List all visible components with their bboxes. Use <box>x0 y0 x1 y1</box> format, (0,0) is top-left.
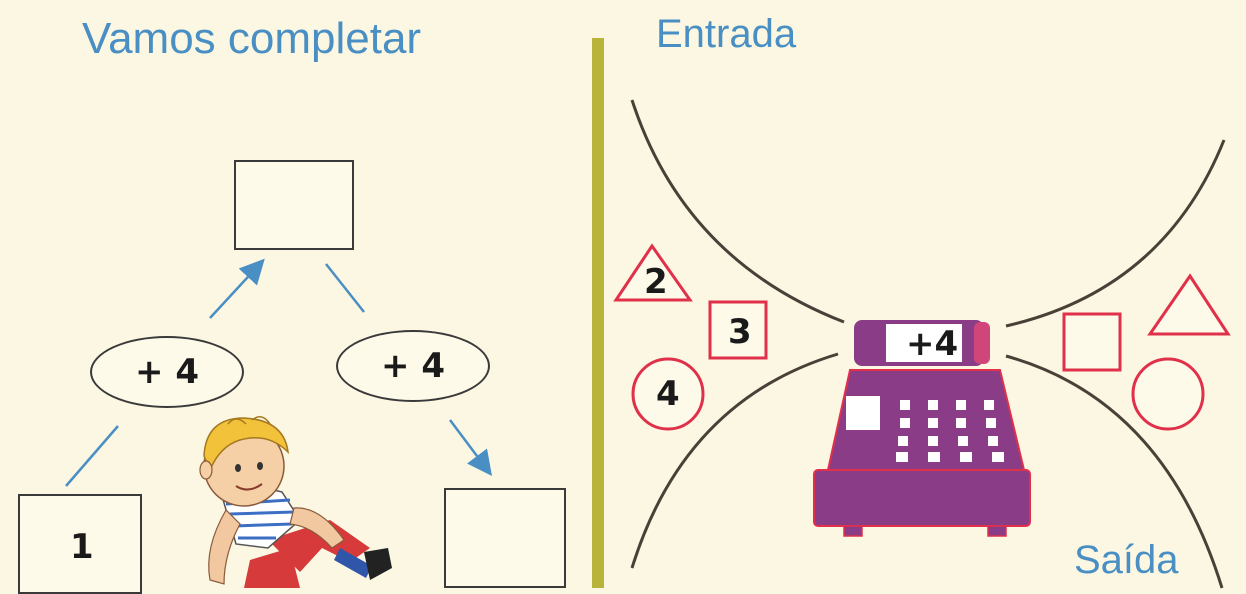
top-answer-box[interactable] <box>234 160 354 250</box>
square-input-shape <box>708 300 768 360</box>
arrow-down-right <box>449 419 492 476</box>
operator-right-label: + 4 <box>381 346 445 386</box>
triangle-input-value: 2 <box>644 262 668 302</box>
operator-oval-left: + 4 <box>90 336 244 408</box>
page-title: Vamos completar <box>82 14 422 63</box>
connector-left <box>65 425 119 487</box>
circle-input-value: 4 <box>656 374 680 414</box>
circle-input-shape <box>631 357 705 431</box>
boy-illustration <box>199 416 392 588</box>
start-value: 1 <box>70 527 94 567</box>
triangle-input-shape <box>613 243 693 302</box>
arrow-diagram <box>65 258 492 487</box>
operator-left-label: + 4 <box>135 352 199 392</box>
arrow-up-left <box>209 258 265 319</box>
left-panel: Vamos completar + 4 + 4 1 <box>0 0 592 594</box>
start-value-box: 1 <box>18 494 142 594</box>
square-output-shape <box>1062 312 1122 372</box>
saida-label: Saída <box>1074 538 1179 582</box>
input-shapes <box>613 243 768 431</box>
square-input-value: 3 <box>728 312 752 352</box>
panel-divider <box>592 38 604 588</box>
operator-oval-right: + 4 <box>336 330 490 402</box>
triangle-output-shape <box>1147 273 1231 336</box>
cash-register-machine <box>813 320 1031 537</box>
funnel-curves <box>630 99 1226 589</box>
entrada-label: Entrada <box>656 12 797 56</box>
right-answer-box[interactable] <box>444 488 566 588</box>
connector-right <box>325 263 365 313</box>
right-panel: Entrada Saída 2 3 4 <box>604 0 1246 589</box>
circle-output-shape <box>1131 357 1205 431</box>
machine-display-label: +4 <box>906 324 959 364</box>
output-shapes <box>1062 273 1231 431</box>
